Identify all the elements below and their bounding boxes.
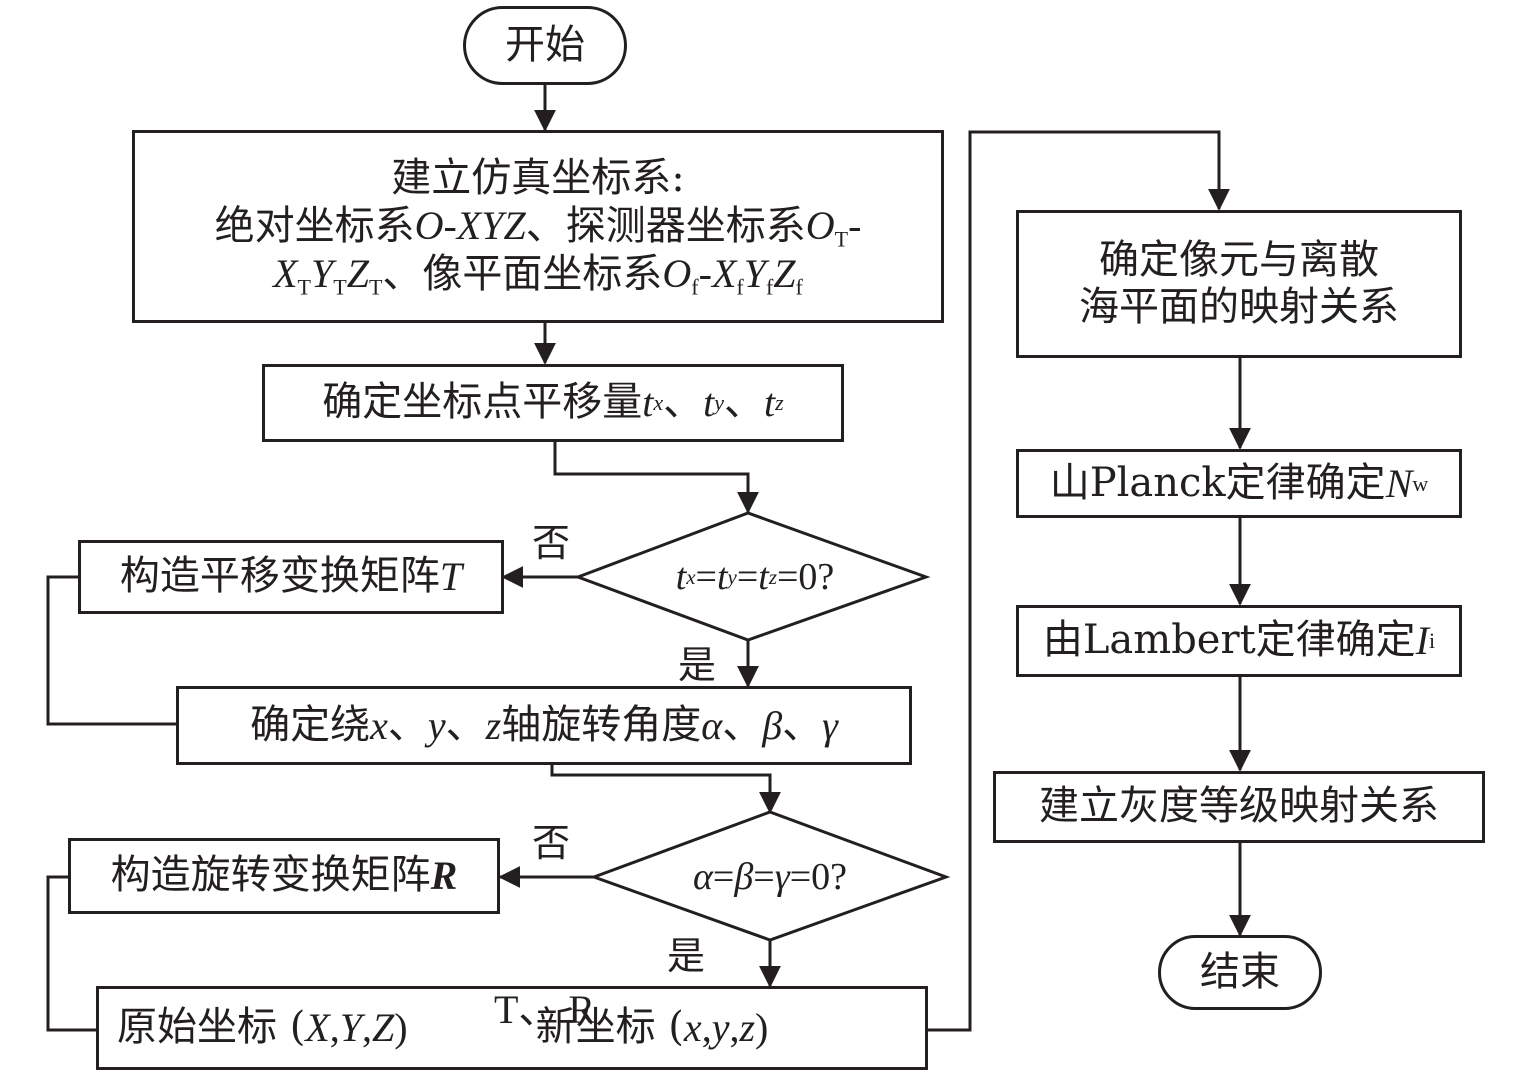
coordinate-transform-box: 原始坐标 (X, Y, Z) 新坐标 (x, y, z) <box>96 986 928 1070</box>
build-coords-line2: 绝对坐标系O-XYZ、探测器坐标系OT- <box>214 202 862 252</box>
grayscale-mapping-box: 建立灰度等级映射关系 <box>993 771 1485 843</box>
decision-rotation-shape <box>589 810 951 942</box>
build-coords-line3: XTYTZT、像平面坐标系Of-XfYfZf <box>273 251 803 300</box>
pixel-map-line2: 海平面的映射关系 <box>1079 284 1399 330</box>
build-coords-title: 建立仿真坐标系: <box>391 154 685 201</box>
arrow-translation-to-decision1 <box>553 441 759 514</box>
decision-rotation-text: α=β=γ=0? <box>692 856 848 898</box>
end-label: 结束 <box>1200 948 1280 995</box>
line-T-to-rotation <box>46 575 176 726</box>
end-terminal: 结束 <box>1158 935 1322 1010</box>
arrow-rotation-to-decision2 <box>550 764 781 814</box>
decision2-no-label: 否 <box>532 821 571 865</box>
decision2-yes-label: 是 <box>667 934 706 978</box>
start-label: 开始 <box>505 21 585 68</box>
line-R-to-final <box>46 875 98 1032</box>
transform-arrow-label: T、 R <box>494 987 596 1032</box>
translation-label: 确定坐标点平移量 <box>322 379 643 426</box>
pixel-map-line1: 确定像元与离散 <box>1099 236 1379 283</box>
build-coordinate-systems-box: 建立仿真坐标系: 绝对坐标系O-XYZ、探测器坐标系OT- XTYTZT、像平面… <box>132 130 944 323</box>
arrow-final-to-pixelmap <box>927 130 1230 1032</box>
pixel-sea-mapping-box: 确定像元与离散 海平面的映射关系 <box>1016 210 1462 358</box>
decision-translation-shape <box>573 511 931 642</box>
decision1-no-label: 否 <box>532 521 571 565</box>
start-terminal: 开始 <box>463 6 627 85</box>
decision1-yes-label: 是 <box>678 643 717 687</box>
